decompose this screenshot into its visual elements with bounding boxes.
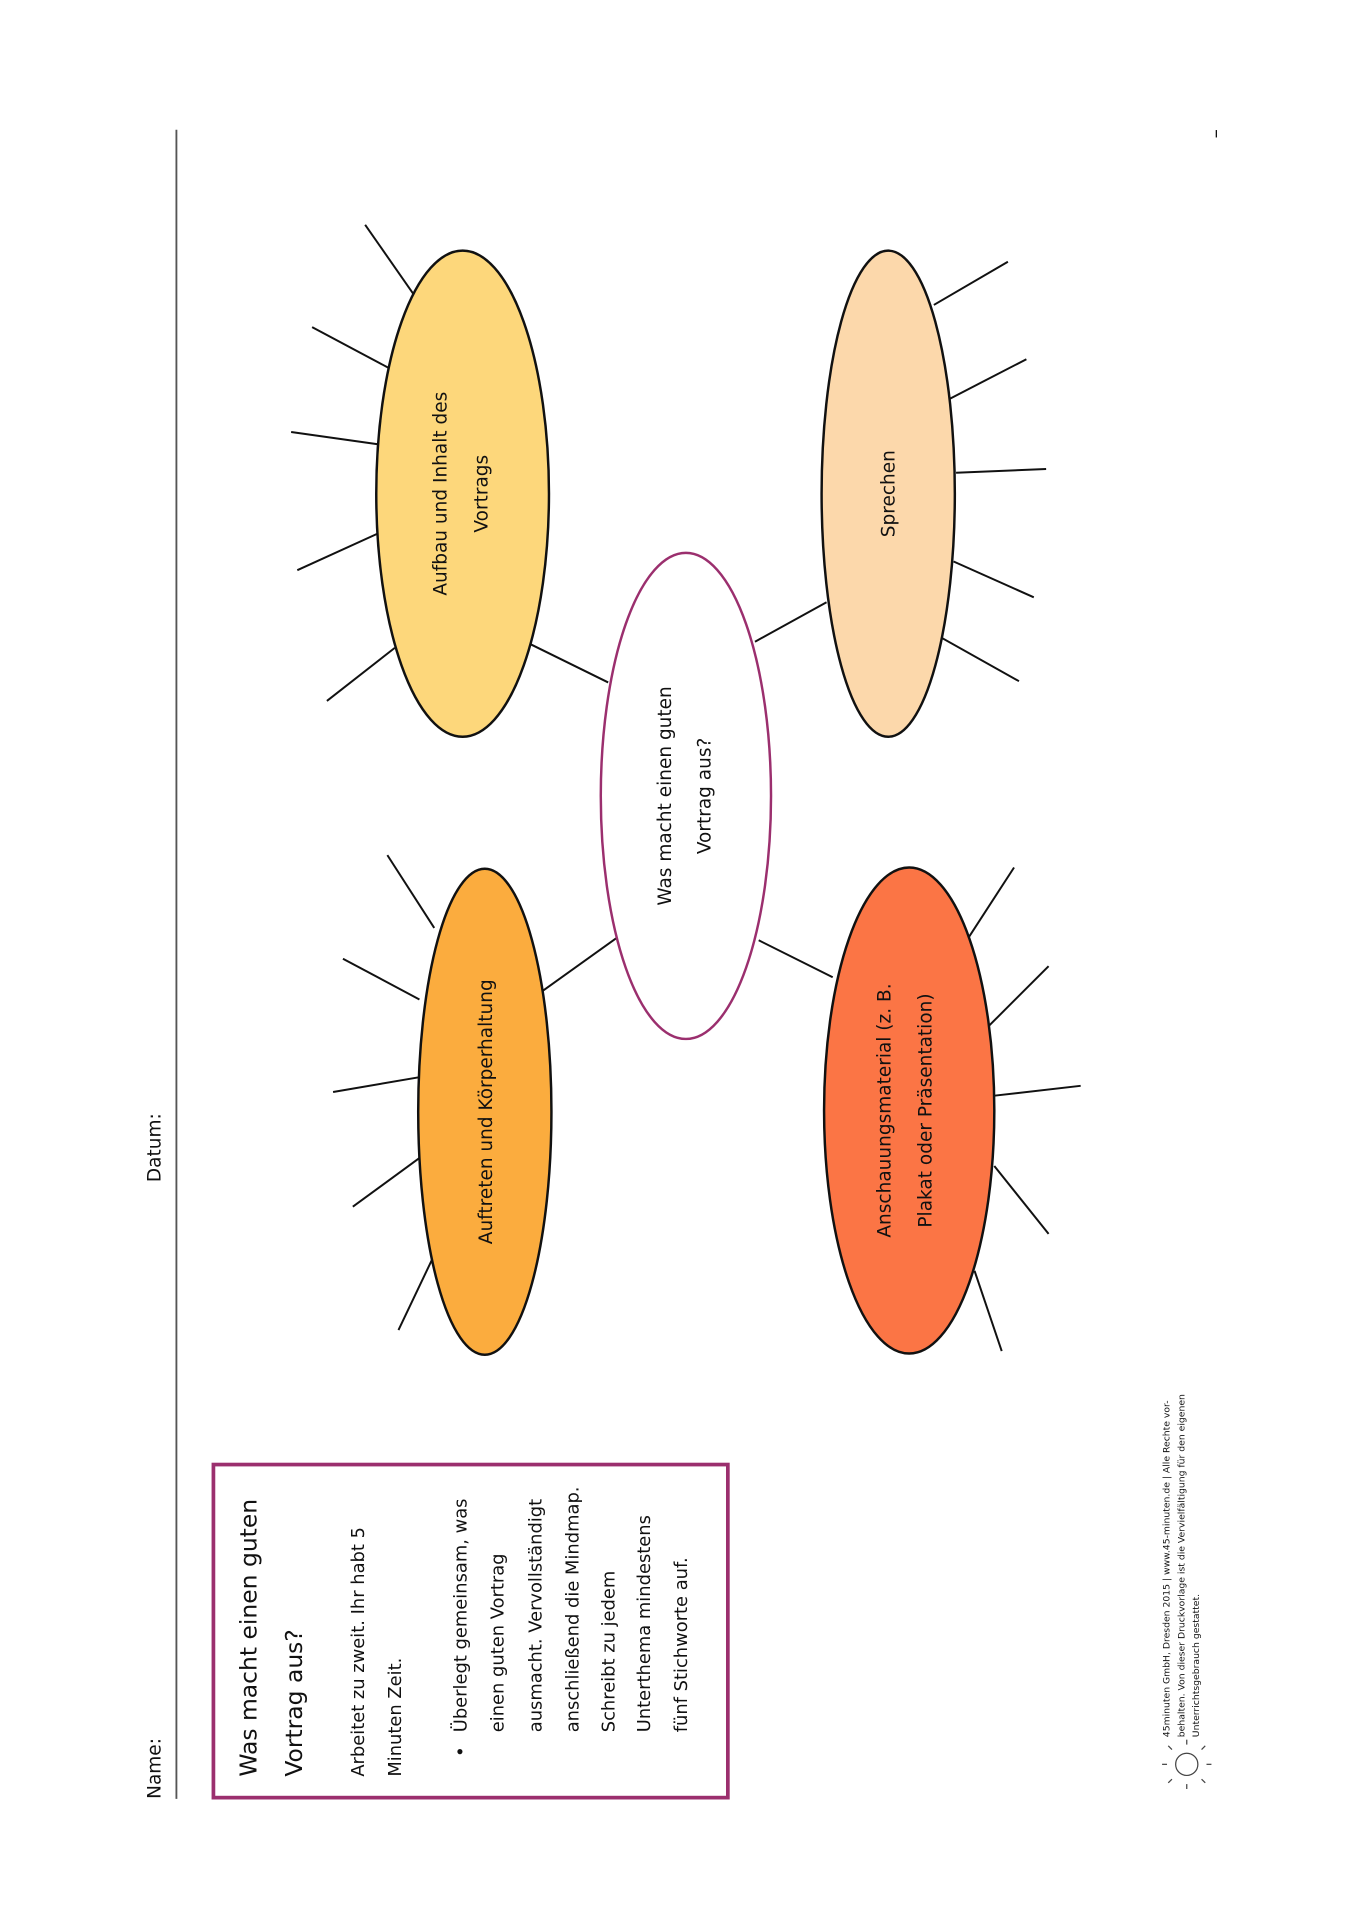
center-label: Vortrag aus?: [695, 738, 716, 854]
topic-label: Anschauungsmaterial (z. B.: [875, 983, 896, 1237]
task-line: einen guten Vortrag: [487, 1553, 508, 1732]
instruction-title: Was macht einen guten: [235, 1499, 263, 1777]
topic-sprechen: Sprechen: [820, 249, 957, 738]
date-label: Datum:: [144, 1113, 165, 1182]
instruction-box: Was macht einen guten Vortrag aus? Arbei…: [211, 1462, 730, 1800]
topic-auftreten: Auftreten und Körperhaltung: [416, 867, 553, 1356]
footer-line: behalten. Von dieser Druckvorlage ist di…: [1176, 1394, 1187, 1737]
task-line: Schreibt zu jedem: [598, 1571, 619, 1733]
topic-aufbau: Aufbau und Inhalt des Vortrags: [375, 249, 551, 738]
task-line: Unterthema mindestens: [634, 1515, 655, 1732]
task-line: anschließend die Mindmap.: [563, 1487, 584, 1733]
topic-label: Auftreten und Körperhaltung: [476, 979, 497, 1244]
task-line: ausmacht. Vervollständigt: [526, 1499, 547, 1732]
task-line: Überlegt gemeinsam, was: [449, 1498, 471, 1732]
instruction-intro: Arbeitet zu zweit. Ihr habt 5: [348, 1527, 369, 1777]
topic-label: Sprechen: [878, 450, 899, 537]
topic-label: Plakat oder Präsentation): [915, 993, 936, 1227]
task-line: fünf Stichworte auf.: [671, 1557, 692, 1732]
footer: 45minuten GmbH, Dresden 2015 | www.45-mi…: [1161, 129, 1226, 1790]
footer-line: Unterrichtsgebrauch gestattet.: [1191, 1594, 1202, 1737]
instruction-intro: Minuten Zeit.: [385, 1658, 406, 1777]
sun-logo-icon: [1162, 1739, 1212, 1790]
topic-center: Was macht einen guten Vortrag aus?: [599, 551, 773, 1041]
topic-anschauungsmaterial: Anschauungsmaterial (z. B. Plakat oder P…: [822, 866, 996, 1355]
instruction-title: Vortrag aus?: [280, 1629, 308, 1776]
center-label: Was macht einen guten: [655, 686, 676, 905]
page-mark: –: [1205, 129, 1226, 138]
topic-label: Vortrags: [471, 455, 492, 533]
name-label: Name:: [144, 1738, 165, 1799]
topic-label: Aufbau und Inhalt des: [431, 392, 452, 596]
mindmap-lines: [291, 224, 1081, 1352]
bullet-icon: •: [450, 1746, 471, 1757]
footer-line: 45minuten GmbH, Dresden 2015 | www.45-mi…: [1161, 1400, 1172, 1737]
